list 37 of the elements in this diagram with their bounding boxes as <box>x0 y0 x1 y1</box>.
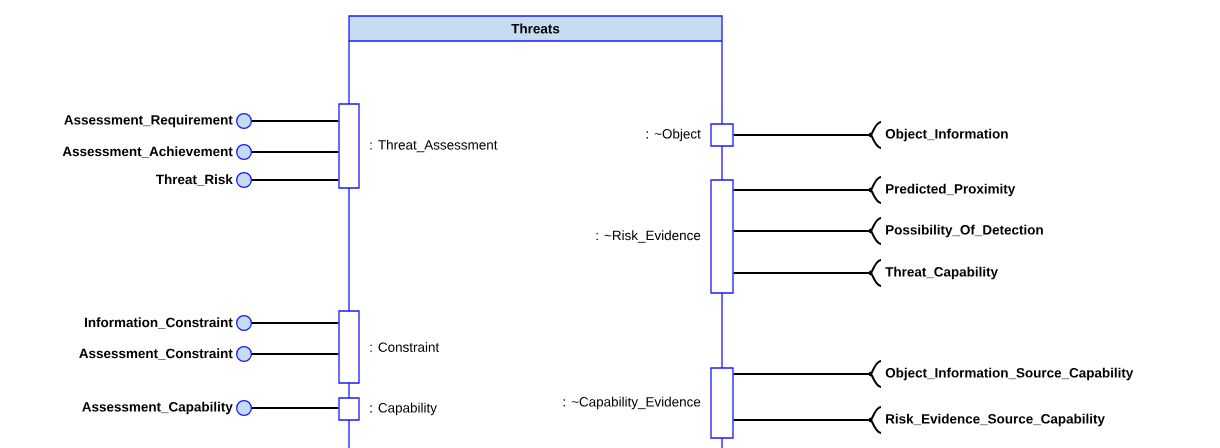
required-interface: Threat_Capability <box>869 259 998 287</box>
class-header: Threats <box>348 15 723 42</box>
interface-label: Assessment_Constraint <box>79 348 233 360</box>
connector <box>732 272 870 274</box>
interface-label: Assessment_Achievement <box>62 146 233 158</box>
ball-connector <box>236 346 340 362</box>
port-box: : ~Capability_Evidence <box>563 367 734 439</box>
port-box: : Capability <box>338 397 437 421</box>
connector <box>732 189 870 191</box>
connector <box>732 373 870 375</box>
required-interface: Object_Information_Source_Capability <box>869 360 1134 388</box>
ball-connector <box>236 315 340 331</box>
interface-label: Assessment_Requirement <box>64 114 233 128</box>
required-interface: Predicted_Proximity <box>869 176 1016 204</box>
port-box: : Threat_Assessment <box>338 103 498 189</box>
required-interface: Possibility_Of_Detection <box>869 217 1043 245</box>
port-box: : ~Risk_Evidence <box>596 179 734 294</box>
interface-label: Information_Constraint <box>85 317 233 329</box>
port-box: : Constraint <box>338 310 440 384</box>
connector <box>732 419 870 421</box>
node-label: : ~Object <box>646 128 701 142</box>
node-label: : Threat_Assessment <box>370 139 498 153</box>
interface-label: Threat_Risk <box>155 174 233 186</box>
node-label: : Capability <box>370 402 437 416</box>
ball-connector <box>236 113 340 129</box>
connector <box>732 230 870 232</box>
node-label: : ~Capability_Evidence <box>563 396 701 410</box>
port-box: : ~Object <box>646 123 734 147</box>
ball-connector <box>236 400 340 416</box>
ball-connector <box>236 172 340 188</box>
required-interface: Object_Information <box>869 121 1008 149</box>
node-label: : ~Risk_Evidence <box>596 230 701 243</box>
connector <box>732 134 870 136</box>
ball-connector <box>236 144 340 160</box>
required-interface: Risk_Evidence_Source_Capability <box>869 406 1105 434</box>
node-label: : Constraint <box>370 342 440 352</box>
interface-label: Assessment_Capability <box>82 401 233 415</box>
